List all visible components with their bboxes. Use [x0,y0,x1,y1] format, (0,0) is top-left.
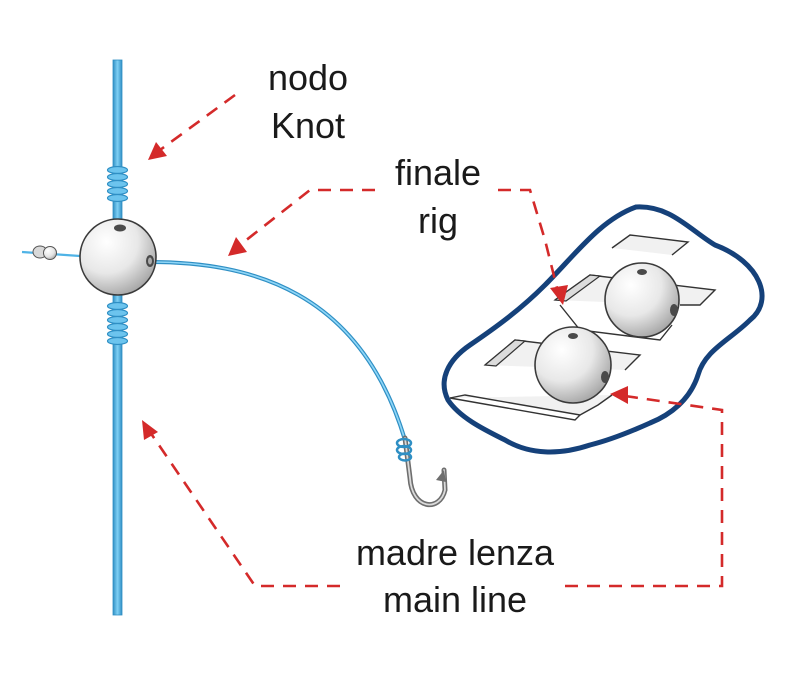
knot-label-italian: nodo [267,57,349,98]
bead-package [441,204,765,455]
knot-wraps-upper [106,165,129,203]
swivel-bead [79,218,157,296]
arrow-heads [142,142,628,440]
main-line-label-italian: madre lenza [355,532,555,573]
rig-leader [149,260,407,441]
arrow-main-line [148,431,340,588]
knot-wraps-lower [106,301,129,346]
stopper-bead [21,245,81,260]
rig-label-italian: finale [394,152,482,193]
leader-arrows [148,93,724,588]
arrow-main-line-package [565,394,724,588]
main-line-label-english: main line [382,579,528,620]
arrow-rig [239,188,375,247]
arrow-knot [159,93,236,152]
arrow-rig-package [498,188,560,293]
hook-icon [395,435,448,507]
rig-label-english: rig [417,200,458,241]
knot-label-english: Knot [270,105,346,146]
